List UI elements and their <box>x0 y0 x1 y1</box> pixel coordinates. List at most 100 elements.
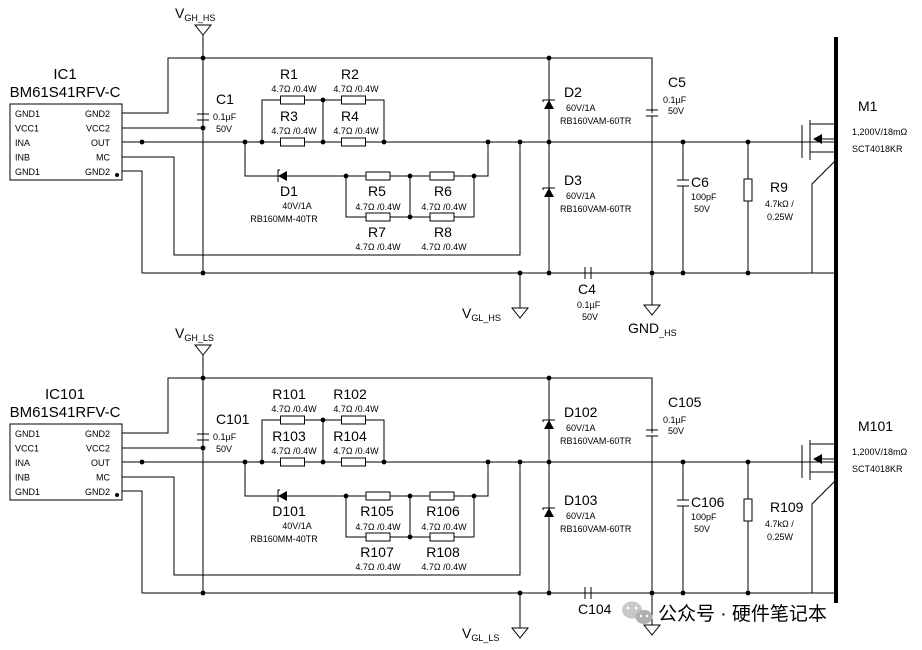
ic-pin-right: GND2 <box>85 487 110 497</box>
ic-part: BM61S41RFV-C <box>10 84 121 101</box>
resistor-r3 <box>280 457 305 467</box>
gate-driver-ic: IC1BM61S41RFV-CGND1VCC1INAINBGND1GND2VCC… <box>9 66 123 181</box>
d3-part: RB160VAM-60TR <box>560 524 632 534</box>
m-part: SCT4018KR <box>852 464 903 474</box>
ic-pin-right: VCC2 <box>86 444 110 454</box>
c4-capacitor <box>584 267 592 279</box>
junction-dot <box>407 173 413 179</box>
r9-value: 4.7kΩ / <box>765 519 794 529</box>
ic-pin-left: INA <box>15 458 30 468</box>
d3-part: RB160VAM-60TR <box>560 204 632 214</box>
junction-dot <box>745 590 751 596</box>
vgh-label: VGH_HS <box>175 5 215 23</box>
mc-net <box>122 462 521 576</box>
c5-value: 0.1µF <box>663 95 687 105</box>
r4-ref: R4 <box>341 108 359 124</box>
resistor-r6 <box>429 171 455 181</box>
c5-ref: C5 <box>668 74 686 90</box>
r5-value: 4.7Ω /0.4W <box>355 202 401 212</box>
resistor-r9 <box>743 498 753 522</box>
gate-driver-ic: IC101BM61S41RFV-CGND1VCC1INAINBGND1GND2V… <box>9 386 123 501</box>
diode-body <box>544 420 554 429</box>
resistor-r7 <box>365 212 391 222</box>
vgl-label-main: V <box>462 305 472 321</box>
vgl-label-subscript: GL_HS <box>471 313 501 323</box>
c6-rating: 50V <box>694 204 710 214</box>
watermark-text: 公众号 · 硬件笔记本 <box>658 603 827 625</box>
r4-ref: R104 <box>333 428 367 444</box>
d2-part: RB160VAM-60TR <box>560 116 632 126</box>
r6-ref: R106 <box>426 503 460 519</box>
c6-rating: 50V <box>694 524 710 534</box>
r5-value: 4.7Ω /0.4W <box>355 522 401 532</box>
diode-d3 <box>542 507 555 517</box>
r3-ref: R3 <box>280 108 298 124</box>
vgh-label-subscript: GH_LS <box>184 333 214 343</box>
vgl-label: VGL_LS <box>462 625 499 643</box>
watermark: 公众号 · 硬件笔记本 <box>622 601 827 625</box>
junction-dot <box>546 375 552 381</box>
r4-value: 4.7Ω /0.4W <box>333 446 379 456</box>
r1-ref: R101 <box>272 386 306 402</box>
junction-dot <box>139 139 145 145</box>
roff-net <box>244 142 346 177</box>
diode-cathode <box>542 419 555 422</box>
diode-d2 <box>542 419 555 429</box>
d1-ref: D101 <box>272 503 306 519</box>
m-rating: 1,200V/18mΩ <box>852 447 908 457</box>
junction-dot <box>546 55 552 61</box>
r8-value: 4.7Ω /0.4W <box>421 242 467 252</box>
c4-ref: C104 <box>578 601 612 617</box>
ic-pin-right: GND2 <box>85 109 110 119</box>
c6-ref: C106 <box>691 494 725 510</box>
diode-body <box>278 491 287 501</box>
low-side-stage: VGH_LS IC101BM61S41RFV-CGND1VCC1INAINBGND… <box>9 325 908 643</box>
junction-dot <box>745 270 751 276</box>
diode-body <box>278 171 287 181</box>
c4-ref: C4 <box>578 281 596 297</box>
gnd-symbol <box>642 304 662 316</box>
resistor-r1 <box>280 95 305 105</box>
diode-d1 <box>277 169 287 182</box>
c6-capacitor <box>677 499 689 507</box>
r1-value: 4.7Ω /0.4W <box>271 404 317 414</box>
resistor-r6 <box>429 491 455 501</box>
r6-value: 4.7Ω /0.4W <box>421 522 467 532</box>
vgh-label-main: V <box>175 325 185 341</box>
r8-ref: R8 <box>434 224 452 240</box>
diode-d3 <box>542 187 555 197</box>
ic-pin-right: OUT <box>91 458 111 468</box>
r1-value: 4.7Ω /0.4W <box>271 84 317 94</box>
d2-part: RB160VAM-60TR <box>560 436 632 446</box>
r5-ref: R105 <box>360 503 394 519</box>
r3-value: 4.7Ω /0.4W <box>271 446 317 456</box>
resistor-r9 <box>743 178 753 202</box>
vgh-label-main: V <box>175 5 185 21</box>
gnd2-net <box>122 490 836 594</box>
m-ref: M101 <box>858 418 893 434</box>
junction-dot <box>485 139 491 145</box>
r1-ref: R1 <box>280 66 298 82</box>
ic-body <box>9 103 123 181</box>
d2-rating: 60V/1A <box>566 423 596 433</box>
resistor-r2 <box>341 415 366 425</box>
m-part: SCT4018KR <box>852 144 903 154</box>
junction-dot <box>320 139 326 145</box>
d1-ref: D1 <box>280 183 298 199</box>
c-in-ref: C101 <box>216 411 250 427</box>
r3-ref: R103 <box>272 428 306 444</box>
vgh-symbol <box>193 344 213 356</box>
ic-ref: IC101 <box>45 386 85 403</box>
ic-pin-right: GND2 <box>85 167 110 177</box>
m-rating: 1,200V/18mΩ <box>852 127 908 137</box>
junction-dot <box>407 534 413 540</box>
junction-dot <box>343 493 349 499</box>
ic-part: BM61S41RFV-C <box>10 404 121 421</box>
ic-pin-right: MC <box>96 153 110 163</box>
diode-body <box>544 508 554 517</box>
d1-rating: 40V/1A <box>282 201 312 211</box>
c5-value: 0.1µF <box>663 415 687 425</box>
ic-pin-left: VCC1 <box>15 124 39 134</box>
r9-ref: R109 <box>770 499 804 515</box>
